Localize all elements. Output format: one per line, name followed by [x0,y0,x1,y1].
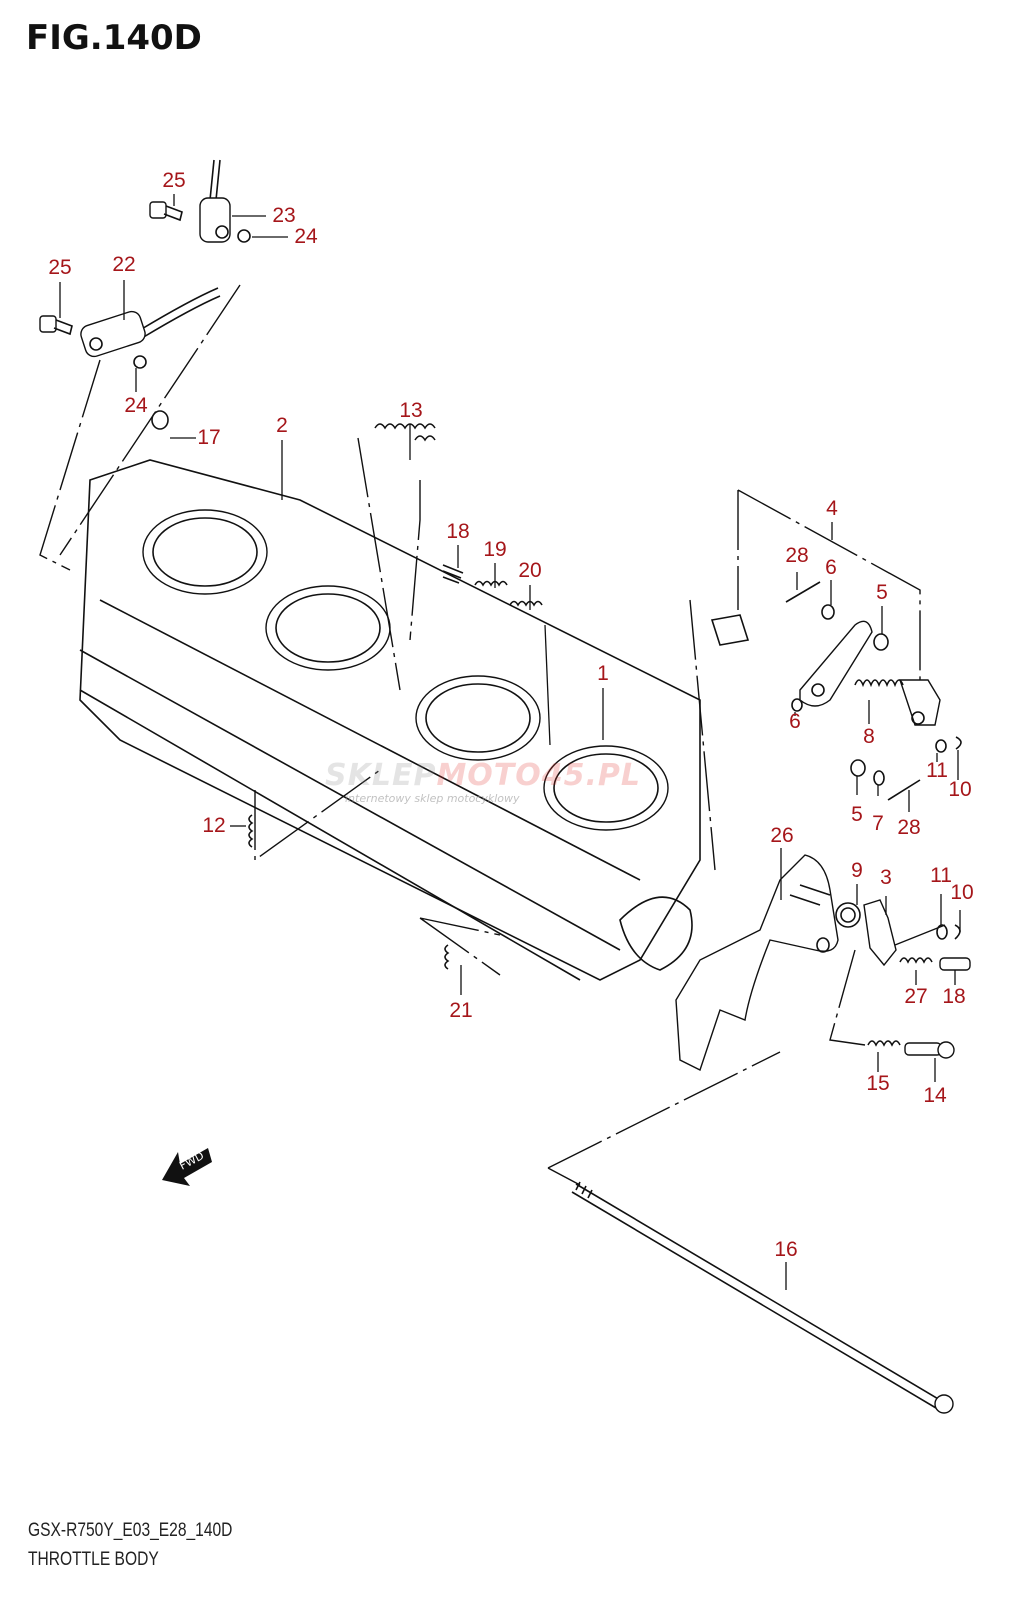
callout-12[interactable]: 12 [202,814,226,837]
part-washer [850,759,866,777]
callout-11[interactable]: 11 [930,864,952,887]
assembly-guide-line [419,917,501,976]
part-spring-8 [854,679,904,688]
leader-line [544,624,551,746]
callout-24[interactable]: 24 [294,225,318,248]
fwd-arrow-icon: FWD [162,1148,212,1186]
part-link-arm [710,614,941,726]
part-washer [821,604,835,620]
part-washer [936,924,948,940]
callout-11[interactable]: 11 [926,759,948,782]
part-washer [873,770,885,786]
part-screw-18b [939,957,971,971]
part-long-bolt [571,1181,954,1414]
part-screw-18 [442,564,464,584]
assembly-guide-line [547,1051,781,1186]
watermark-subtitle: internetowy sklep motocyklowy [345,792,520,805]
part-cotter-pin [887,779,921,801]
callout-28[interactable]: 28 [785,544,809,567]
part-screw-14 [904,1041,955,1059]
part-cotter-pin [785,581,821,603]
callout-14[interactable]: 14 [923,1084,947,1107]
part-bolt [39,315,73,336]
section-name: THROTTLE BODY [28,1549,159,1570]
callout-15[interactable]: 15 [866,1072,890,1095]
callout-4[interactable]: 4 [826,497,838,520]
part-spring-13 [374,423,436,442]
part-washer [873,633,889,651]
part-bolt [149,201,183,222]
assembly-guide-line [689,489,921,871]
assembly-guide-line [39,284,241,571]
callout-8[interactable]: 8 [863,725,875,748]
callout-17[interactable]: 17 [197,426,221,449]
assembly-guide-line [894,924,946,946]
model-code: GSX-R750Y_E03_E28_140D [28,1520,233,1541]
part-o-ring [237,229,251,243]
callout-6[interactable]: 6 [789,710,801,733]
watermark: SKLEPMOTO45.PL [325,758,641,793]
callout-24[interactable]: 24 [124,394,148,417]
part-spring-12 [248,814,254,848]
part-spring-20 [509,600,543,607]
part-spring-27 [899,957,933,964]
part-sensor [80,287,221,358]
callout-9[interactable]: 9 [851,859,863,882]
callout-21[interactable]: 21 [449,999,473,1022]
part-throttle-position-sensor [199,159,231,243]
watermark-part-a: SKLEP [325,758,437,793]
callout-7[interactable]: 7 [872,812,884,835]
part-bracket [675,854,839,1071]
part-o-ring [133,355,147,369]
part-cap [151,410,169,430]
callout-3[interactable]: 3 [880,866,892,889]
callout-26[interactable]: 26 [770,824,794,847]
callout-10[interactable]: 10 [950,881,974,904]
callout-10[interactable]: 10 [948,778,972,801]
part-washer [935,739,947,753]
callout-19[interactable]: 19 [483,538,507,561]
callout-20[interactable]: 20 [518,559,542,582]
callout-5[interactable]: 5 [851,803,863,826]
callout-13[interactable]: 13 [399,399,423,422]
callout-22[interactable]: 22 [112,253,136,276]
figure-title: FIG.140D [26,18,202,58]
assembly-guide-line [829,949,866,1046]
part-lever-3 [863,899,897,967]
assembly-guide-line [357,437,421,691]
part-spring-21 [444,944,450,970]
callout-25[interactable]: 25 [162,169,186,192]
callout-25[interactable]: 25 [48,256,72,279]
callout-23[interactable]: 23 [272,204,296,227]
part-spring-15 [867,1040,901,1047]
callout-18[interactable]: 18 [942,985,966,1008]
callout-27[interactable]: 27 [904,985,928,1008]
leader-lines [59,194,961,1290]
part-spring-19 [474,580,508,587]
callout-28[interactable]: 28 [897,816,921,839]
part-washer [791,698,803,712]
part-e-clip [955,736,962,750]
watermark-part-b: MOTO45.PL [436,758,642,793]
callout-6[interactable]: 6 [825,556,837,579]
assembly-guide-line [254,769,381,862]
callout-1[interactable]: 1 [597,662,609,685]
callout-18[interactable]: 18 [446,520,470,543]
part-e-clip [954,924,961,940]
callout-5[interactable]: 5 [876,581,888,604]
callout-2[interactable]: 2 [276,414,288,437]
part-throttle-body-assembly [79,410,701,981]
part-spring-9 [835,902,861,928]
callout-16[interactable]: 16 [774,1238,798,1261]
